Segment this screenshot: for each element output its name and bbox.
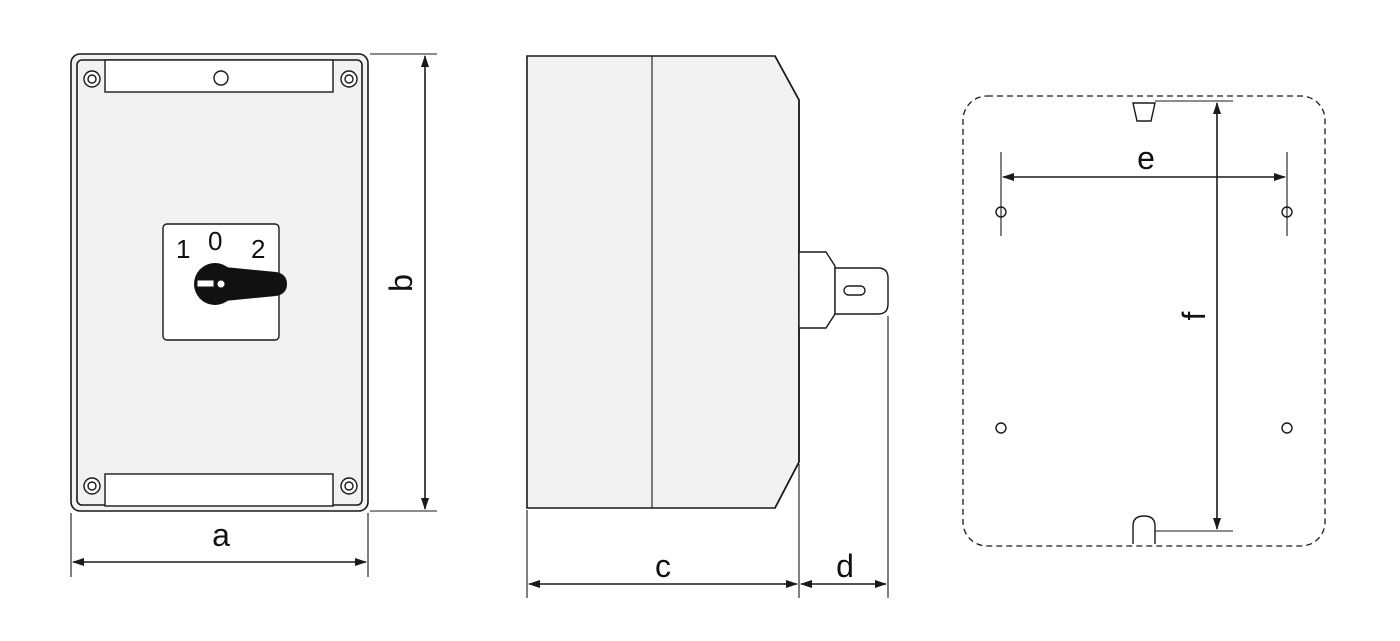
screw-top-left bbox=[83, 70, 101, 88]
switch-position-1: 1 bbox=[176, 234, 190, 264]
switch-knob bbox=[194, 263, 236, 305]
dimension-a-label: a bbox=[212, 517, 230, 553]
rotary-switch-plate: 1 0 2 bbox=[162, 223, 287, 341]
mounting-outline bbox=[962, 95, 1326, 547]
switch-center-dot bbox=[216, 279, 226, 289]
front-view: 1 0 2 b a bbox=[70, 53, 437, 577]
shaft-slot bbox=[843, 285, 866, 296]
mounting-view: e f bbox=[962, 95, 1326, 547]
switch-position-0: 0 bbox=[208, 226, 222, 256]
dimension-f-label: f bbox=[1176, 311, 1212, 320]
screw-bottom-left bbox=[83, 477, 101, 495]
mounting-hole-bottom-right bbox=[1281, 422, 1293, 434]
switch-position-2: 2 bbox=[251, 234, 265, 264]
screw-bottom-right bbox=[340, 477, 358, 495]
dimension-e-label: e bbox=[1137, 140, 1155, 176]
side-view: c d bbox=[526, 55, 889, 598]
mounting-hole-bottom-left bbox=[995, 422, 1007, 434]
dimension-b-label: b bbox=[383, 274, 419, 292]
switch-indicator bbox=[196, 279, 215, 288]
dimension-d-label: d bbox=[836, 548, 854, 584]
top-keyhole bbox=[1132, 102, 1156, 122]
dimension-c-label: c bbox=[655, 548, 671, 584]
bottom-keyhole bbox=[1132, 515, 1156, 544]
shaft-collar bbox=[798, 251, 836, 329]
bottom-hinge-strip bbox=[104, 473, 334, 507]
screw-top-right bbox=[340, 70, 358, 88]
top-center-hole bbox=[213, 70, 229, 86]
side-body bbox=[526, 55, 800, 509]
